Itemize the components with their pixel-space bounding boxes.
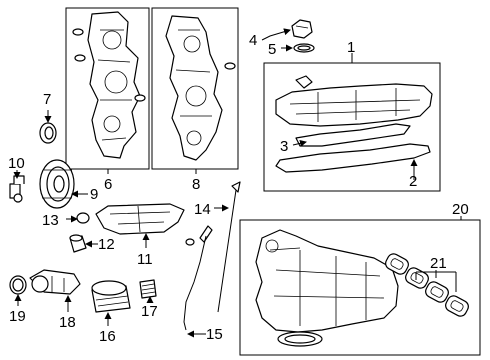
callout-17: 17 bbox=[141, 303, 158, 320]
oil-pan bbox=[95, 203, 185, 235]
callout-16: 16 bbox=[99, 328, 116, 345]
leader-lines bbox=[13, 28, 462, 338]
spark-plug-tube-gasket bbox=[275, 143, 431, 173]
oil-dipstick-tube bbox=[183, 225, 213, 331]
callout-20: 20 bbox=[452, 201, 469, 218]
callout-6: 6 bbox=[104, 176, 112, 193]
timing-cover-rear bbox=[165, 15, 236, 161]
intake-manifold-gasket-set bbox=[385, 253, 469, 317]
oil-filter-adapter bbox=[29, 269, 81, 295]
oil-filler-cap-seal bbox=[293, 43, 315, 53]
drain-plug-gasket bbox=[76, 212, 90, 224]
callout-21: 21 bbox=[430, 255, 447, 272]
oil-filter-adapter-seal bbox=[9, 275, 27, 295]
oil-filter-union bbox=[139, 279, 157, 299]
callout-2: 2 bbox=[409, 173, 417, 190]
callout-14: 14 bbox=[194, 201, 211, 218]
callout-3: 3 bbox=[280, 138, 288, 155]
callout-9: 9 bbox=[90, 186, 98, 203]
callout-12: 12 bbox=[98, 236, 115, 253]
valve-cover bbox=[275, 75, 433, 127]
oil-filler-cap bbox=[291, 19, 313, 39]
callout-19: 19 bbox=[9, 308, 26, 325]
valve-cover-gasket bbox=[295, 123, 411, 147]
oil-dipstick bbox=[217, 181, 241, 313]
oil-drain-plug bbox=[69, 234, 87, 253]
callout-4: 4 bbox=[249, 32, 257, 49]
crankshaft-pulley-bolt bbox=[9, 175, 25, 203]
callout-18: 18 bbox=[59, 314, 76, 331]
callout-15: 15 bbox=[206, 326, 223, 343]
timing-cover-front bbox=[72, 11, 146, 159]
timing-cover-rear-box bbox=[151, 7, 239, 170]
crankshaft-pulley bbox=[39, 159, 75, 209]
intake-manifold-box bbox=[239, 219, 481, 356]
callout-5: 5 bbox=[268, 41, 276, 58]
callout-8: 8 bbox=[192, 176, 200, 193]
intake-manifold bbox=[255, 229, 399, 347]
callout-1: 1 bbox=[347, 39, 355, 56]
crankshaft-oil-seal bbox=[39, 122, 57, 144]
callout-7: 7 bbox=[43, 91, 51, 108]
oil-filter bbox=[91, 280, 131, 313]
callout-11: 11 bbox=[137, 251, 153, 268]
callout-13: 13 bbox=[42, 212, 59, 229]
callout-10: 10 bbox=[8, 155, 25, 172]
